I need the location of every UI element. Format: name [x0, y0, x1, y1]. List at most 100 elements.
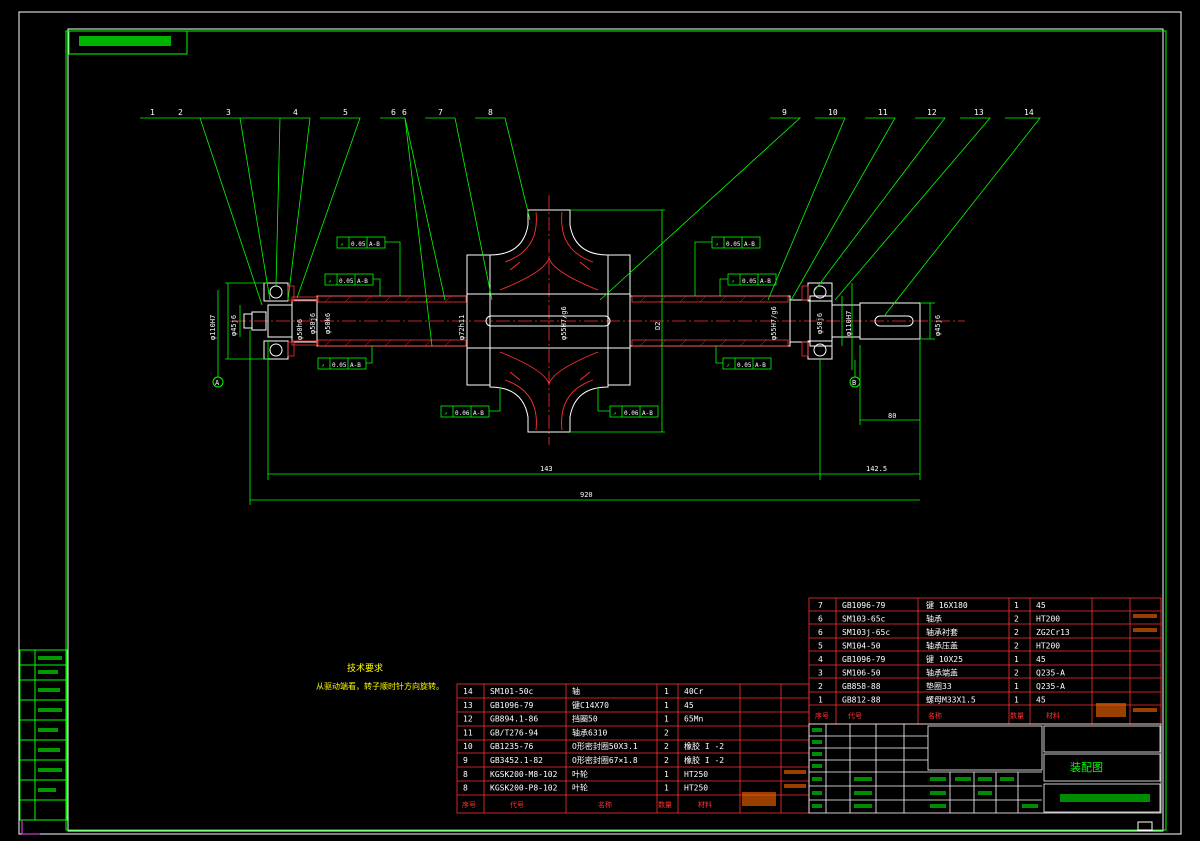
svg-text:A-B: A-B [350, 362, 361, 369]
left-strip-fill [38, 656, 62, 792]
balloon-14: 14 [1024, 108, 1034, 117]
bom-upper-qty: 2 [1014, 669, 1019, 678]
bom-lower-name: 轴 [572, 686, 580, 696]
bom-lower-qty: 1 [664, 784, 669, 793]
datum-a: A [212, 376, 224, 388]
bom-upper-name: 轴承 [926, 614, 942, 624]
svg-text:A-B: A-B [755, 362, 766, 369]
svg-text:↗: ↗ [340, 241, 344, 248]
bom-lower-no: 10 [463, 742, 473, 751]
bom-upper-head-code: 代号 [848, 711, 862, 720]
bom-upper-no: 2 [818, 682, 823, 691]
bom-lower-no: 8 [463, 770, 468, 779]
bom-upper-head-mat: 材料 [1046, 711, 1060, 720]
bom-upper-name: 垫圈33 [926, 681, 952, 691]
bom-lower-qty: 1 [664, 770, 669, 779]
bom-upper-code: GB1096-79 [842, 601, 886, 610]
title-block [808, 723, 1162, 814]
bom-lower-mat: HT250 [684, 784, 708, 793]
bom-upper-mat: 45 [1036, 655, 1046, 664]
dim-right-end: φ45j6 [934, 315, 942, 336]
bom-upper-qty: 2 [1014, 642, 1019, 651]
dim-right-brg: φ110H7 [845, 311, 853, 336]
title-block-fill [812, 728, 1150, 808]
svg-text:A-B: A-B [357, 278, 368, 285]
bom-lower-name: O形密封圈50X3.1 [572, 741, 638, 751]
bom-upper-head-qty: 数量 [1010, 711, 1024, 720]
corner-label-bar [79, 36, 171, 46]
svg-text:0.05: 0.05 [339, 278, 354, 285]
bom-lower-mat: 45 [684, 701, 694, 710]
bom-lower-no: 11 [463, 728, 473, 737]
dim-142-5: 142.5 [866, 465, 887, 473]
tolerance-frames [317, 236, 777, 418]
svg-text:B: B [852, 379, 856, 387]
shaft-assembly [232, 195, 965, 445]
bom-lower-qty: 2 [664, 742, 669, 751]
bom-upper-no: 3 [818, 669, 823, 678]
bom-upper-mat: Q235-A [1036, 682, 1065, 691]
svg-text:A-B: A-B [473, 410, 484, 417]
bom-upper-qty: 1 [1014, 655, 1019, 664]
bom-lower-mat: 橡胶 I -2 [684, 755, 724, 765]
bom-lower-code: GB1096-79 [490, 701, 534, 710]
balloon-2: 2 [178, 108, 183, 117]
dim-left-seat: φ50h6 [296, 319, 304, 340]
bom-lower-head-no: 序号 [462, 800, 476, 809]
svg-text:0.05: 0.05 [742, 278, 757, 285]
balloon-6a: 6 [391, 108, 396, 117]
bom-upper-no: 6 [818, 615, 823, 624]
bom-lower-code: SM101-50c [490, 687, 534, 696]
balloon-1: 1 [150, 108, 155, 117]
dim-left-brg: φ110H7 [209, 315, 217, 340]
svg-text:0.05: 0.05 [351, 241, 366, 248]
svg-text:↗: ↗ [715, 241, 719, 248]
dimension-texts: 143 142.5 920 80 D2 φ110H7 φ45j6 φ50h6 φ… [209, 306, 942, 499]
svg-text:A-B: A-B [760, 278, 771, 285]
bom-upper-mat: Q235-A [1036, 669, 1065, 678]
leader-lines [140, 117, 1041, 347]
bom-lower-code: GB3452.1-82 [490, 756, 543, 765]
bom-upper-head-no: 序号 [815, 711, 829, 720]
svg-text:↗: ↗ [726, 362, 730, 369]
bom-upper-no: 1 [818, 696, 823, 705]
dim-80: 80 [888, 412, 896, 420]
balloon-3: 3 [226, 108, 231, 117]
bom-upper-code: GB812-88 [842, 696, 881, 705]
bom-upper-qty: 1 [1014, 682, 1019, 691]
svg-text:0.06: 0.06 [624, 410, 639, 417]
title-stamp: 装配图 [1070, 761, 1103, 774]
bom-upper-code: SM106-50 [842, 669, 881, 678]
bom-upper-name: 轴承端盖 [926, 668, 958, 678]
bom-lower-code: GB1235-76 [490, 742, 534, 751]
balloon-7: 7 [438, 108, 443, 117]
bom-upper-no: 5 [818, 642, 823, 651]
scale-box [1137, 821, 1153, 831]
dim-left-end: φ45j6 [230, 315, 238, 336]
bom-lower-head-name: 名称 [598, 800, 612, 809]
bom-lower-qty: 2 [664, 728, 669, 737]
bom-upper-name: 螺母M33X1.5 [926, 695, 976, 705]
tech-req-title: 技术要求 [347, 662, 383, 674]
green-frame [65, 30, 1167, 831]
bom-lower-mat: 40Cr [684, 687, 703, 696]
datum-b: B [849, 376, 861, 388]
balloon-5: 5 [343, 108, 348, 117]
dim-D2: D2 [654, 322, 662, 330]
dim-right-seat: φ50j6 [816, 313, 824, 334]
bom-upper-qty: 1 [1014, 696, 1019, 705]
bom-lower-no: 12 [463, 715, 473, 724]
bom-lower-no: 14 [463, 687, 473, 696]
bom-lower-code: GB894.1-86 [490, 715, 538, 724]
svg-text:A-B: A-B [744, 241, 755, 248]
bom-lower-code: KGSK200-P8-102 [490, 784, 558, 793]
left-side-strip [19, 649, 68, 821]
svg-text:↗: ↗ [613, 410, 617, 417]
bom-lower-head-mat: 材料 [698, 800, 712, 809]
svg-text:↗: ↗ [328, 278, 332, 285]
bom-lower-mat: 65Mn [684, 715, 703, 724]
dim-143: 143 [540, 465, 553, 473]
balloon-10: 10 [828, 108, 838, 117]
